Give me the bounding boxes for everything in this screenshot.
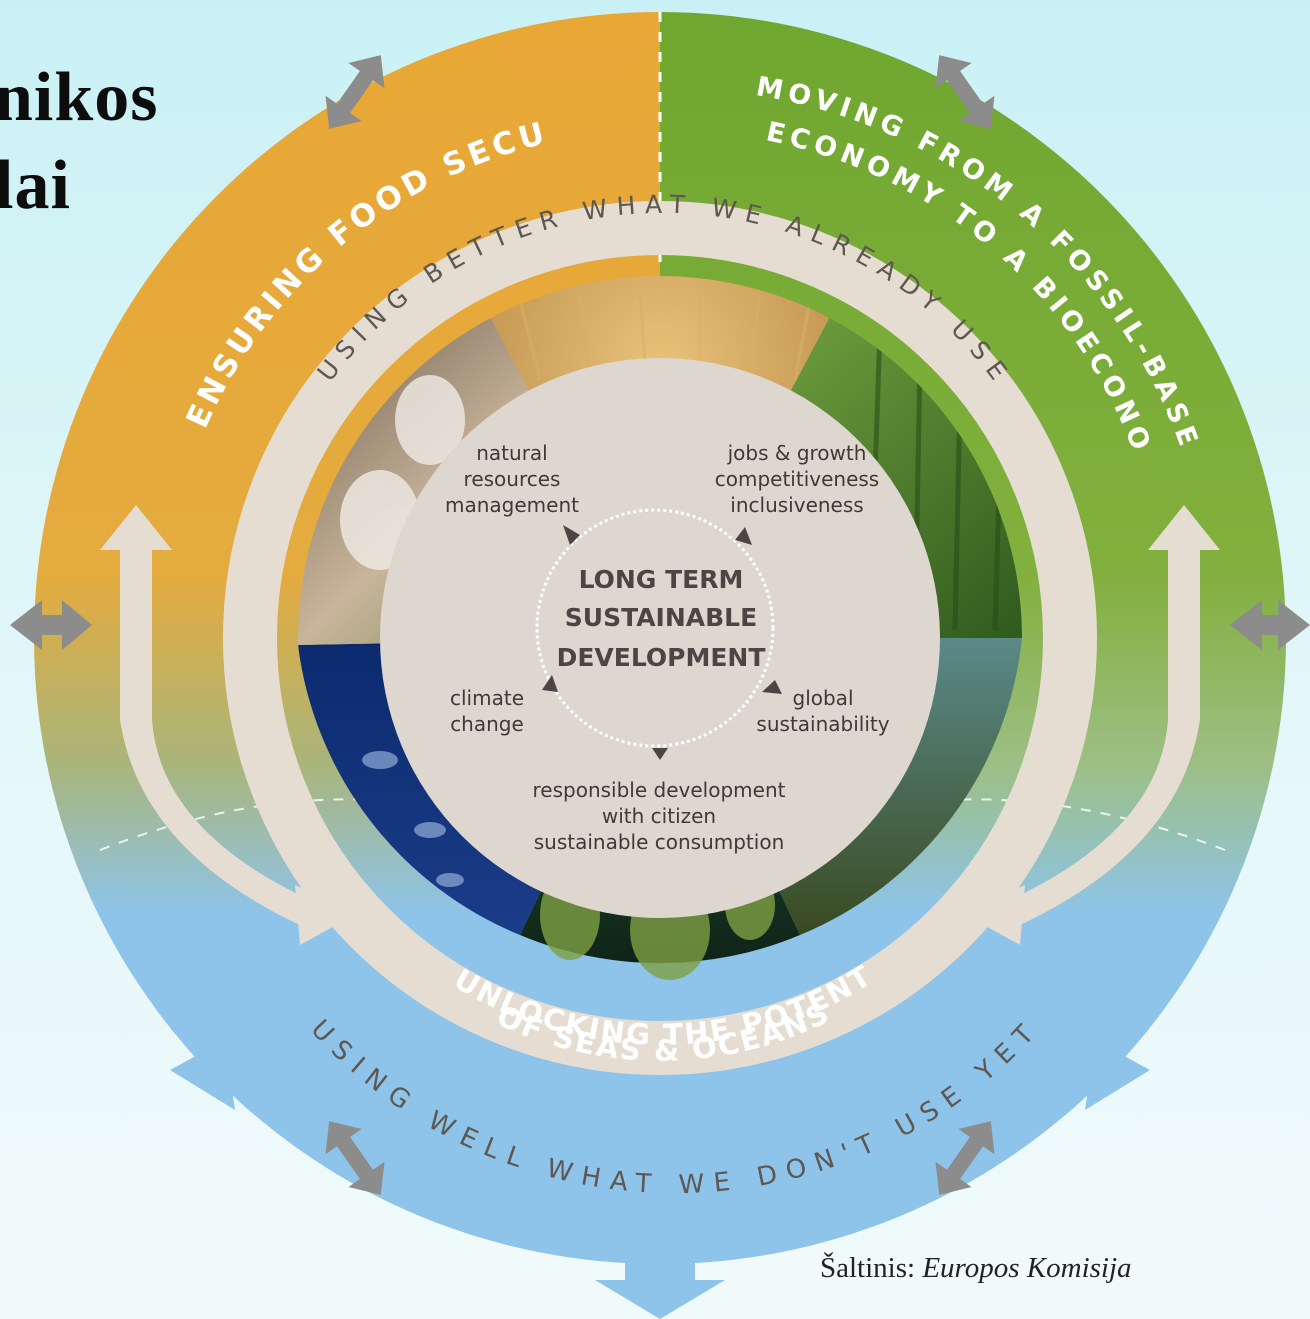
slide-title: nikos lai [0, 54, 159, 230]
center-line-1: LONG TERM [579, 565, 744, 594]
theme-line: climate [450, 686, 524, 710]
source-name: Europos Komisija [922, 1252, 1132, 1284]
cycle-arrowheads [542, 525, 782, 760]
theme-line: sustainable consumption [534, 830, 785, 854]
theme-line: inclusiveness [730, 493, 863, 517]
theme-line: change [450, 712, 524, 736]
theme-climate: climate change [450, 686, 524, 736]
double-arrow-top-left-icon [325, 55, 385, 129]
grey-double-arrows [10, 55, 1310, 1195]
theme-jobs-growth: jobs & growth competitiveness inclusiven… [715, 441, 879, 517]
double-arrow-left-icon [10, 600, 92, 650]
center-line-2: SUSTAINABLE [565, 603, 757, 632]
theme-line: jobs & growth [727, 441, 867, 465]
double-arrow-top-right-icon [935, 55, 995, 129]
double-arrow-right-icon [1230, 600, 1310, 650]
double-arrow-bottom-left-icon [325, 1121, 385, 1195]
theme-line: natural [476, 441, 547, 465]
theme-global: global sustainability [756, 686, 889, 736]
theme-line: responsible development [533, 778, 786, 802]
center-cycle-ring [535, 508, 775, 748]
source-caption: Šaltinis: Europos Komisija [820, 1252, 1132, 1285]
theme-line: resources [464, 467, 561, 491]
title-line-2: lai [0, 147, 71, 224]
theme-natural-resources: natural resources management [445, 441, 579, 517]
theme-line: global [793, 686, 854, 710]
theme-line: management [445, 493, 579, 517]
blue-outer-arrows [170, 1040, 1150, 1319]
inner-ring-band [100, 201, 1220, 1075]
title-line-1: nikos [0, 59, 159, 136]
double-arrow-bottom-right-icon [935, 1121, 995, 1195]
center-line-3: DEVELOPMENT [557, 643, 766, 672]
theme-responsible: responsible development with citizen sus… [533, 778, 786, 854]
theme-line: competitiveness [715, 467, 879, 491]
theme-line: sustainability [756, 712, 889, 736]
theme-line: with citizen [602, 804, 716, 828]
source-label: Šaltinis: [820, 1252, 916, 1284]
center-circle [380, 358, 940, 918]
